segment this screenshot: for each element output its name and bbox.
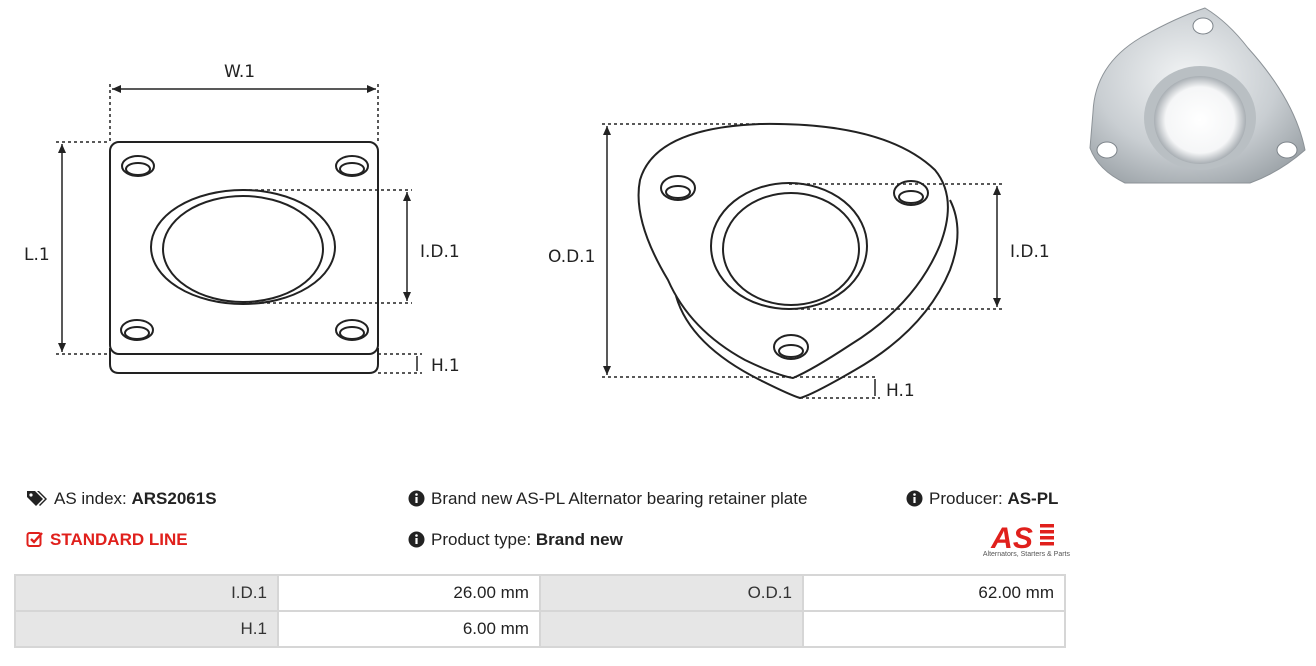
spec-value: 62.00 mm xyxy=(801,574,1067,612)
inner-diameter-label: I.D.1 xyxy=(420,242,460,262)
as-index-row: AS index: ARS2061S xyxy=(26,489,217,509)
square-plate-drawing xyxy=(109,141,379,374)
product-photo xyxy=(1089,7,1306,184)
svg-text:AS: AS xyxy=(990,522,1033,555)
spec-label: I.D.1 xyxy=(14,574,279,612)
height-label: H.1 xyxy=(431,356,460,376)
triangular-plate-drawing xyxy=(637,122,959,400)
check-square-icon xyxy=(26,532,43,547)
description-row: Brand new AS-PL Alternator bearing retai… xyxy=(408,489,807,509)
info-icon xyxy=(906,490,923,507)
as-pl-logo: AS xyxy=(990,522,1054,555)
spec-value: 6.00 mm xyxy=(276,610,541,648)
logo-tagline: Alternators, Starters & Parts xyxy=(982,551,1070,558)
specifications-table: I.D.1 26.00 mm O.D.1 62.00 mm H.1 6.00 m… xyxy=(14,574,1067,648)
table-row: I.D.1 26.00 mm O.D.1 62.00 mm xyxy=(14,574,1067,612)
spec-label xyxy=(538,610,804,648)
spec-label: H.1 xyxy=(14,610,279,648)
info-icon xyxy=(408,490,425,507)
spec-value xyxy=(801,610,1067,648)
product-type-row: Product type: Brand new xyxy=(408,530,623,550)
as-index-label: AS index: xyxy=(54,489,127,508)
length-label: L.1 xyxy=(24,245,50,265)
info-icon xyxy=(408,531,425,548)
square-plate-dimensions xyxy=(56,84,422,374)
width-label: W.1 xyxy=(224,62,255,82)
description-text: Brand new AS-PL Alternator bearing retai… xyxy=(431,489,808,508)
product-type-label: Product type: xyxy=(431,530,532,549)
height-label-right: H.1 xyxy=(886,381,915,401)
as-index-value: ARS2061S xyxy=(131,489,217,508)
triangular-plate-dimensions xyxy=(602,123,1003,399)
producer-row: Producer: AS-PL xyxy=(906,489,1058,509)
outer-diameter-label: O.D.1 xyxy=(548,247,595,267)
producer-value: AS-PL xyxy=(1007,489,1059,508)
product-type-value: Brand new xyxy=(535,530,623,549)
spec-label: O.D.1 xyxy=(538,574,804,612)
spec-value: 26.00 mm xyxy=(276,574,541,612)
technical-drawing: W.1 L.1 I.D.1 H.1 O.D.1 I.D.1 H.1 xyxy=(24,7,1306,401)
standard-line-badge: STANDARD LINE xyxy=(26,530,188,550)
producer-label: Producer: xyxy=(929,489,1003,508)
standard-line-label: STANDARD LINE xyxy=(50,530,188,549)
tags-icon xyxy=(27,491,47,506)
table-row: H.1 6.00 mm xyxy=(14,610,1067,648)
inner-diameter-label-right: I.D.1 xyxy=(1010,242,1050,262)
